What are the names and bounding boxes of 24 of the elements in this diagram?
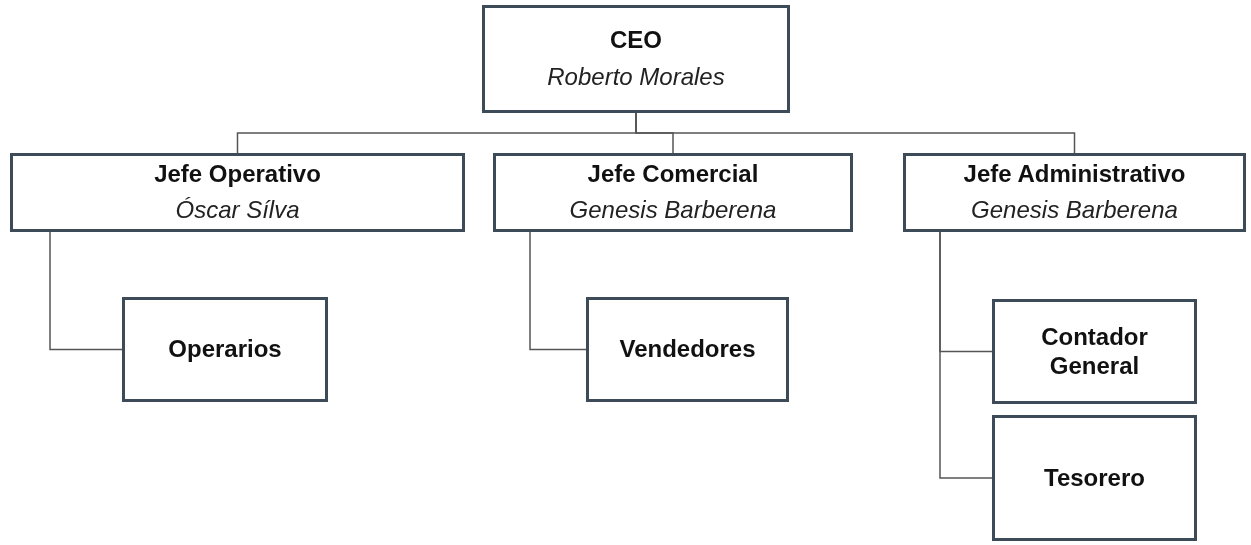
person-name: Genesis Barberena [971,195,1178,226]
role-title: Jefe Comercial [587,159,759,189]
role-box [482,5,790,113]
role-title: Vendedores [619,335,756,364]
person-name: Roberto Morales [547,61,725,92]
person-name: Óscar Sílva [175,195,300,226]
role-box [903,153,1246,232]
role-box [10,153,465,232]
connector-line [635,112,1076,154]
role-box [122,297,328,402]
role-title: CEO [610,26,662,55]
role-title: Tesorero [1044,463,1145,493]
connector-line [939,231,993,479]
person-name: Genesis Barberena [569,195,777,226]
role-box [493,153,853,232]
role-box [992,415,1197,541]
role-title: Jefe Operativo [154,159,321,189]
connector-line [529,231,587,351]
role-title: Contador General [1040,322,1149,381]
role-box [992,299,1197,404]
role-title: Jefe Administrativo [963,159,1186,189]
role-box [586,297,789,402]
role-title: Operarios [168,335,282,364]
connector-line [49,231,123,351]
